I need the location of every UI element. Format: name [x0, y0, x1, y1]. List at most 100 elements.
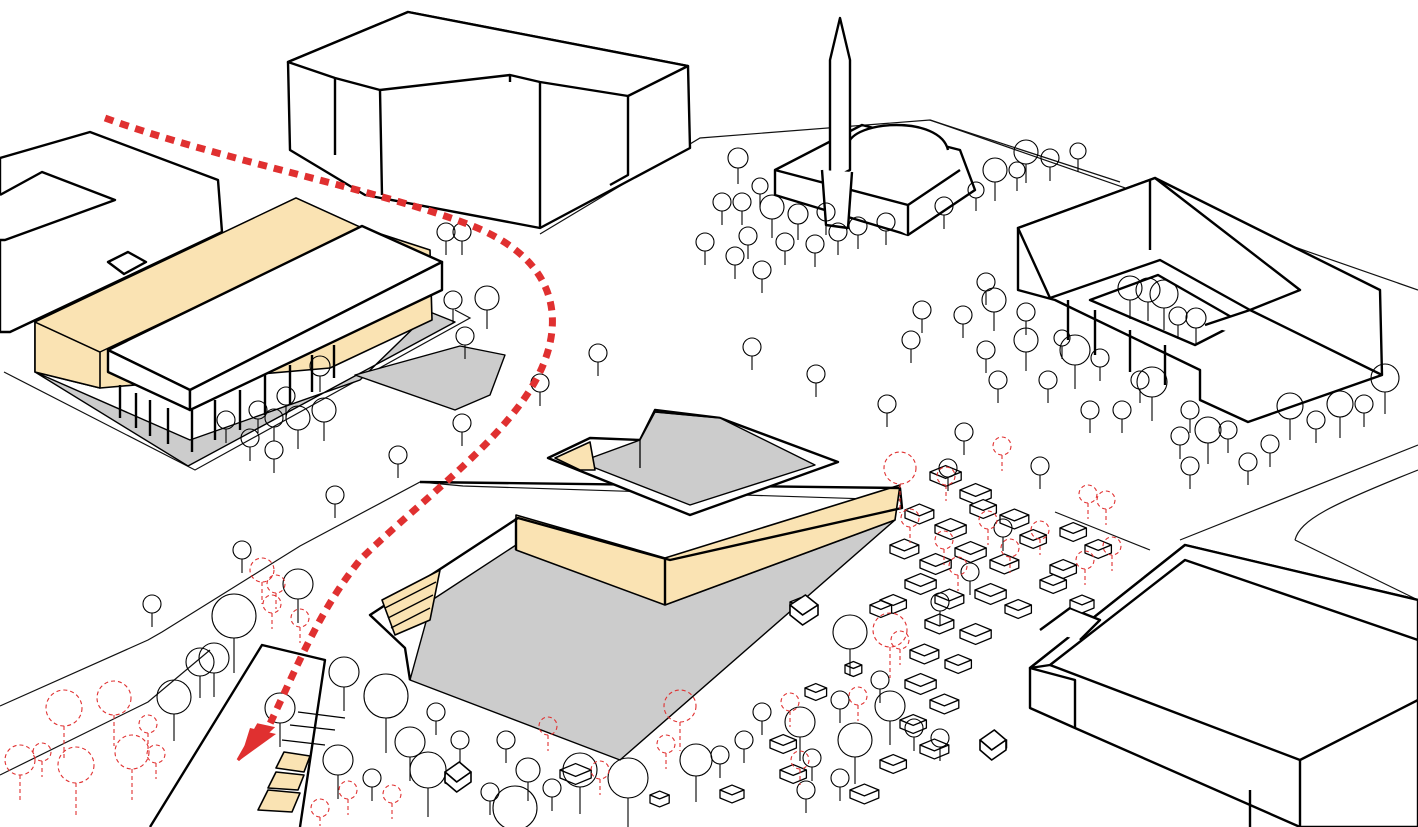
- tree-icon: [1059, 334, 1091, 389]
- market-stall: [924, 613, 955, 635]
- building-bottom-right: [1028, 543, 1418, 827]
- dashed-red-tree-icon: [1096, 490, 1116, 525]
- tree-icon: [1194, 416, 1222, 464]
- tree-icon: [802, 748, 822, 781]
- tree-icon: [828, 222, 848, 255]
- tree-icon: [877, 394, 897, 427]
- tree-icon: [1112, 400, 1132, 433]
- building-left-u: [0, 130, 224, 334]
- tree-icon: [156, 679, 192, 741]
- tree-icon: [759, 194, 785, 238]
- market-stall: [649, 790, 670, 808]
- trees: [142, 139, 1400, 827]
- tree-icon: [474, 285, 500, 329]
- tree-icon: [938, 458, 958, 491]
- tree-icon: [1185, 307, 1207, 344]
- tree-icon: [1135, 277, 1161, 321]
- tree-icon: [276, 386, 296, 419]
- tree-icon: [796, 780, 816, 813]
- tree-icon: [1326, 390, 1354, 438]
- tree-icon: [311, 397, 337, 441]
- tree-icon: [1040, 148, 1060, 181]
- small-box: [789, 594, 819, 626]
- tree-icon: [216, 410, 236, 443]
- dashed-red-tree-icon: [290, 608, 310, 643]
- tree-icon: [930, 592, 950, 625]
- tree-icon: [1260, 434, 1280, 467]
- tree-icon: [1013, 327, 1039, 371]
- tree-icon: [142, 594, 162, 627]
- dashed-red-tree-icon: [848, 686, 868, 721]
- market-stall: [1084, 538, 1113, 560]
- small-box: [979, 729, 1007, 761]
- dashed-red-tree-icon: [146, 744, 166, 779]
- dashed-red-tree-icon: [872, 612, 908, 678]
- tree-icon: [1069, 142, 1087, 172]
- tree-icon: [322, 744, 354, 799]
- tree-icon: [450, 730, 470, 763]
- tree-icon: [806, 364, 826, 397]
- tree-icon: [784, 706, 816, 761]
- tree-icon: [904, 718, 924, 751]
- building-central: [368, 480, 904, 761]
- tree-icon: [452, 413, 472, 446]
- tree-icon: [930, 728, 950, 761]
- dashed-red-tree-icon: [249, 557, 275, 604]
- market-stall: [934, 588, 965, 610]
- market-stall: [919, 552, 952, 576]
- tree-icon: [492, 785, 538, 827]
- tree-icon: [443, 290, 463, 323]
- market-stall: [869, 599, 893, 619]
- building-pavilion: [546, 408, 840, 517]
- market-stall: [879, 753, 908, 775]
- dashed-red-tree-icon: [663, 689, 697, 751]
- tree-icon: [588, 343, 608, 376]
- dashed-red-tree-icon: [1078, 484, 1098, 519]
- tree-icon: [388, 445, 408, 478]
- market-stall: [999, 508, 1030, 530]
- dashed-red-tree-icon: [538, 716, 558, 751]
- tree-icon: [1013, 139, 1039, 183]
- market-stall: [1039, 573, 1068, 595]
- tree-icon: [953, 305, 973, 338]
- tree-icon: [712, 192, 732, 225]
- tree-icon: [1276, 392, 1304, 440]
- tree-icon: [455, 326, 475, 359]
- dashed-red-tree-icon: [590, 760, 610, 795]
- tree-icon: [967, 181, 985, 211]
- tree-icon: [982, 157, 1008, 201]
- tree-icon: [832, 614, 868, 676]
- dashed-red-tree-icon: [978, 510, 998, 545]
- market-stall: [904, 572, 937, 596]
- tree-icon: [734, 730, 754, 763]
- market-stall: [889, 538, 920, 560]
- market-stall: [954, 540, 987, 564]
- market-stall: [969, 498, 998, 520]
- tree-icon: [282, 568, 314, 623]
- tree-icon: [837, 722, 873, 784]
- tree-icon: [515, 757, 541, 801]
- tree-icon: [1370, 363, 1400, 414]
- market-stall: [779, 763, 808, 785]
- tree-icon: [1030, 456, 1050, 489]
- tree-icon: [751, 177, 769, 207]
- market-stall: [919, 738, 950, 760]
- tree-icon: [816, 202, 836, 235]
- tree-icon: [362, 768, 382, 801]
- market-stall: [909, 643, 940, 665]
- market-stall: [929, 693, 960, 715]
- tree-icon: [562, 752, 598, 814]
- dashed-red-tree-icon: [790, 750, 810, 785]
- tree-icon: [426, 702, 446, 735]
- dashed-red-tree-icon: [45, 689, 83, 758]
- market-stall: [974, 582, 1007, 606]
- dashed-red-tree-icon: [948, 556, 968, 591]
- tree-icon: [1149, 279, 1179, 330]
- tree-icon: [1218, 420, 1238, 453]
- market-stall: [844, 660, 863, 678]
- dashed-red-tree-icon: [1102, 536, 1122, 571]
- tree-icon: [981, 287, 1007, 331]
- tree-icon: [954, 422, 974, 455]
- market-stall: [1049, 558, 1078, 580]
